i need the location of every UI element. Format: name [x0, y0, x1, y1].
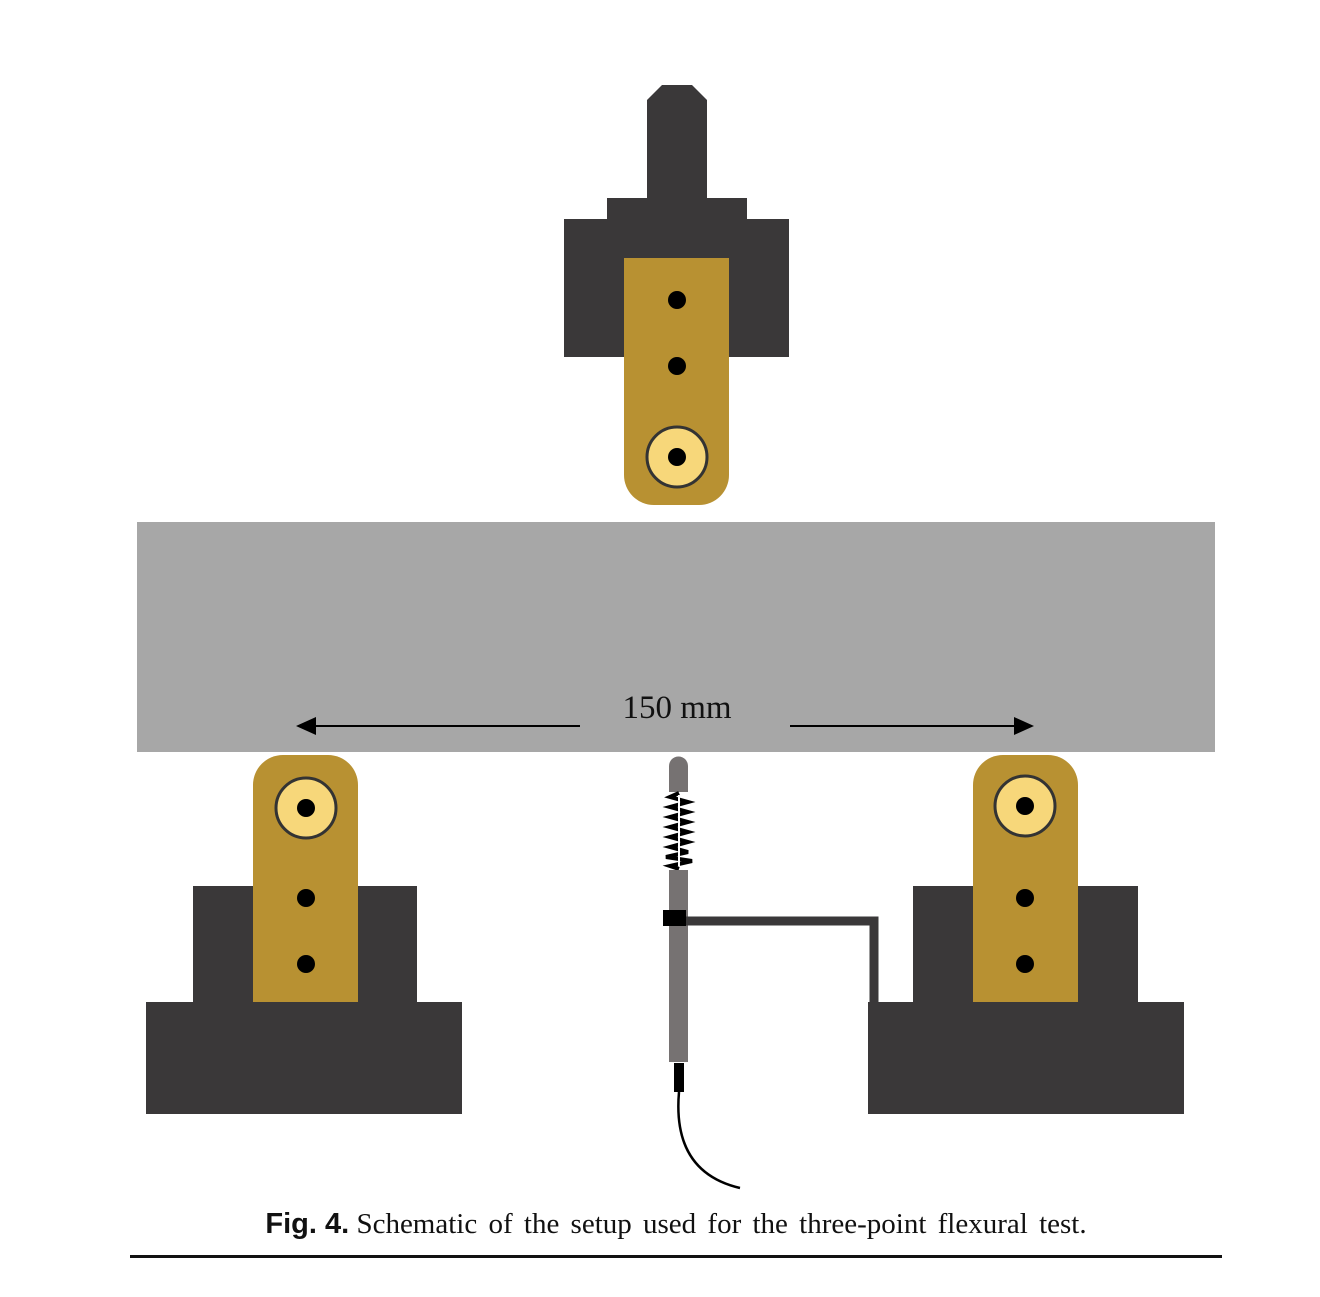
loading-head [564, 85, 789, 505]
span-dimension-label: 150 mm [622, 690, 732, 726]
support-base [146, 1002, 462, 1114]
caption-rule [130, 1255, 1222, 1258]
lvdt-connector [674, 1063, 684, 1092]
lvdt-mounting-arm [686, 916, 879, 1002]
bolt-hole [668, 357, 686, 375]
arrowhead-left [296, 717, 316, 735]
bolt-hole [1016, 955, 1034, 973]
lvdt-sensor [662, 756, 879, 1190]
loading-head-shaft [647, 85, 707, 200]
lvdt-probe-tip [669, 756, 688, 792]
span-dimension [296, 717, 1034, 735]
bolt-hole [1016, 889, 1034, 907]
beam-specimen [137, 522, 1215, 752]
lvdt-clamp [663, 910, 686, 926]
roller-pin [1016, 797, 1034, 815]
lvdt-cable [677, 1091, 741, 1190]
bolt-hole [297, 889, 315, 907]
roller-pin [668, 448, 686, 466]
caption-text: Schematic of the setup used for the thre… [356, 1208, 1087, 1240]
lvdt-body [669, 870, 688, 1062]
loading-head-step [607, 198, 747, 220]
caption-label: Fig. 4. [265, 1208, 350, 1240]
roller-pin [297, 799, 315, 817]
right-support [868, 755, 1184, 1114]
bolt-hole [297, 955, 315, 973]
lvdt-spring [662, 791, 696, 871]
arrowhead-right [1014, 717, 1034, 735]
bolt-hole [668, 291, 686, 309]
left-support [146, 755, 462, 1114]
support-base [868, 1002, 1184, 1114]
figure-caption: Fig. 4. Schematic of the setup used for … [0, 1208, 1320, 1241]
